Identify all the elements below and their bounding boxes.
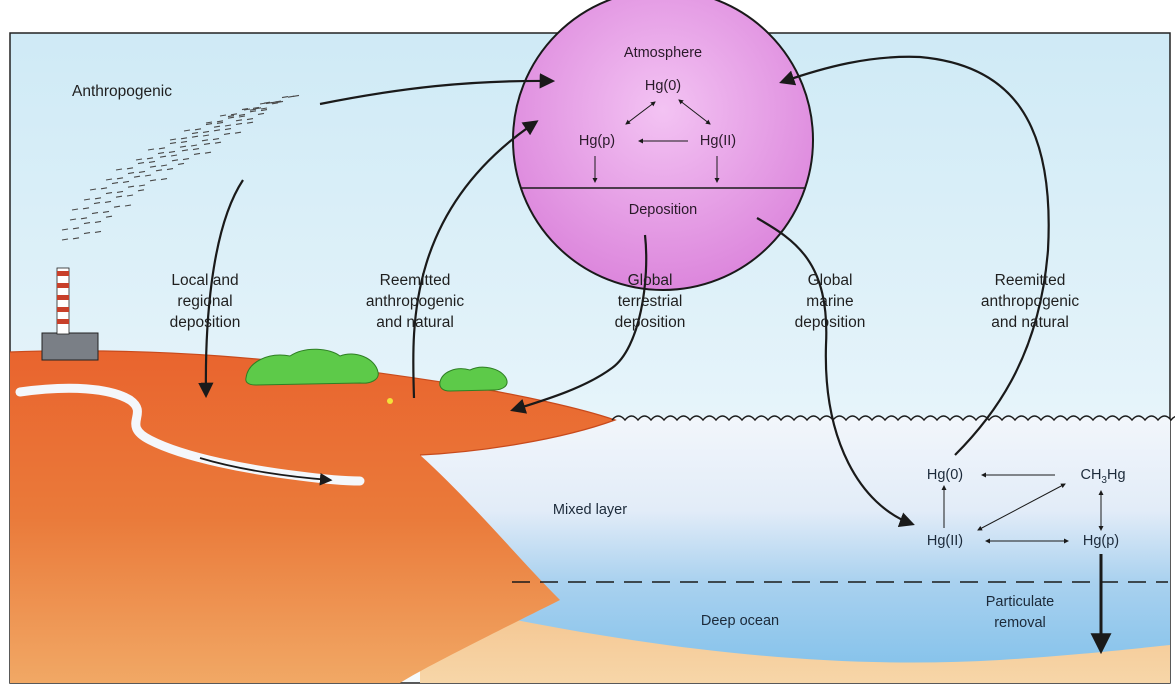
- label-line: Local and: [130, 270, 280, 291]
- ocean-ch3hg: CH3Hg: [1058, 465, 1148, 491]
- ocean-hgp: Hg(p): [1066, 531, 1136, 552]
- mixed-layer-label: Mixed layer: [520, 500, 660, 521]
- label-line: removal: [960, 613, 1080, 634]
- label-line: marine: [760, 291, 900, 312]
- atmosphere-deposition: Deposition: [603, 200, 723, 221]
- anthropogenic-label: Anthropogenic: [72, 81, 232, 102]
- label-line: Reemitted: [335, 270, 495, 291]
- label-line: anthropogenic: [945, 291, 1115, 312]
- label-line: deposition: [570, 312, 730, 333]
- label-line: and natural: [945, 312, 1115, 333]
- atmosphere-hgp: Hg(p): [562, 131, 632, 152]
- label-line: deposition: [760, 312, 900, 333]
- yellow-dot: [387, 398, 393, 404]
- particulate-removal-label: Particulate removal: [960, 592, 1080, 634]
- smokestack: [57, 268, 69, 334]
- ch3hg-hg: Hg: [1107, 467, 1126, 483]
- ocean-hg0: Hg(0): [910, 465, 980, 486]
- atmosphere-hg0: Hg(0): [628, 76, 698, 97]
- ch3hg-ch: CH: [1080, 467, 1101, 483]
- atmosphere-hgii: Hg(II): [683, 131, 753, 152]
- global-marine-deposition-label: Global marine deposition: [760, 270, 900, 333]
- label-line: Reemitted: [945, 270, 1115, 291]
- local-regional-deposition-label: Local and regional deposition: [130, 270, 280, 333]
- deep-ocean-label: Deep ocean: [670, 611, 810, 632]
- global-terrestrial-deposition-label: Global terrestrial deposition: [570, 270, 730, 333]
- atmosphere-title: Atmosphere: [603, 43, 723, 64]
- label-line: deposition: [130, 312, 280, 333]
- label-line: anthropogenic: [335, 291, 495, 312]
- label-line: and natural: [335, 312, 495, 333]
- label-line: Global: [760, 270, 900, 291]
- bush-right: [440, 367, 507, 391]
- reemitted-left-label: Reemitted anthropogenic and natural: [335, 270, 495, 333]
- label-line: terrestrial: [570, 291, 730, 312]
- label-line: Particulate: [960, 592, 1080, 613]
- label-line: Global: [570, 270, 730, 291]
- reemitted-right-label: Reemitted anthropogenic and natural: [945, 270, 1115, 333]
- factory-building: [42, 333, 98, 360]
- ocean-hgii: Hg(II): [905, 531, 985, 552]
- label-line: regional: [130, 291, 280, 312]
